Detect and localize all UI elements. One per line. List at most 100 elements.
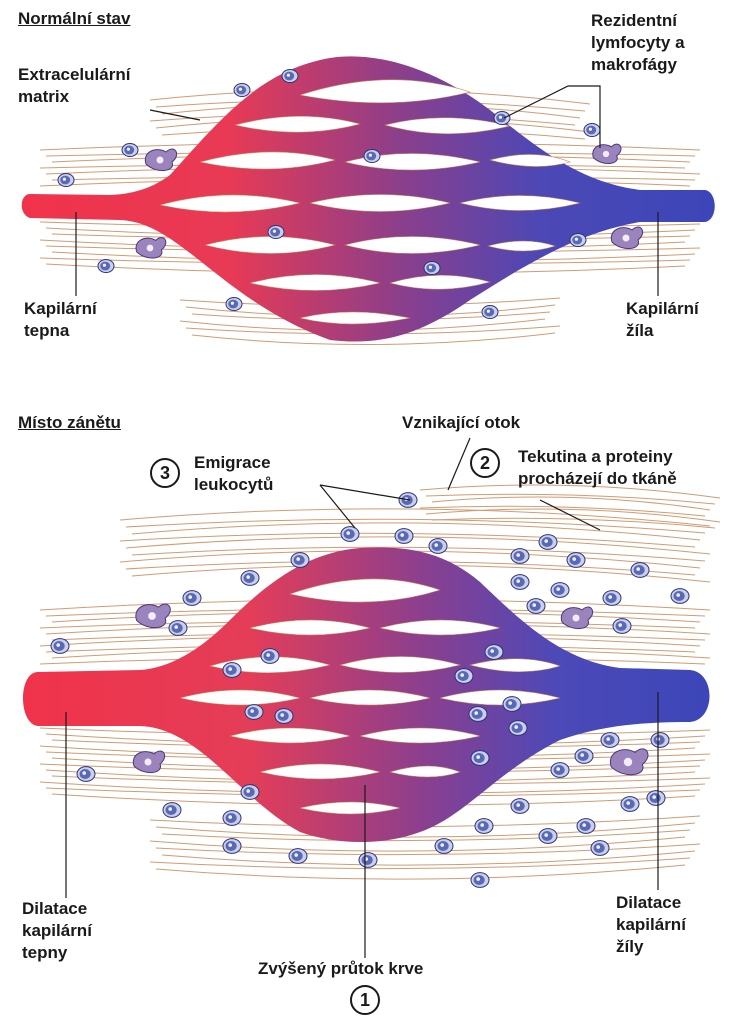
- lymphocyte-icon: [435, 839, 453, 854]
- lymphocyte-icon: [577, 819, 595, 834]
- lymphocyte-icon: [223, 663, 241, 678]
- inflammation-title: Místo zánětu: [18, 412, 121, 433]
- lymphocyte-icon: [261, 649, 279, 664]
- lymphocyte-icon: [429, 539, 447, 554]
- lymphocyte-icon: [341, 527, 359, 542]
- fluid-label-line1: Tekutina a proteiny: [518, 446, 673, 467]
- normal-state-panel: [22, 56, 715, 344]
- lymphocyte-icon: [223, 839, 241, 854]
- step-2-badge: 2: [470, 448, 500, 478]
- lymphocyte-icon: [268, 225, 284, 238]
- lymphocyte-icon: [485, 645, 503, 660]
- step-1-badge: 1: [350, 985, 380, 1015]
- lymphocyte-icon: [289, 849, 307, 864]
- artery-dilation-label-line3: tepny: [22, 942, 67, 963]
- extracellular-matrix-label-line1: Extracelulární: [18, 64, 130, 85]
- macrophage-icon: [136, 604, 171, 628]
- edema-label: Vznikající otok: [402, 412, 520, 433]
- lymphocyte-icon: [509, 721, 527, 736]
- lymphocyte-icon: [241, 571, 259, 586]
- resident-cells-label-line2: lymfocyty a: [591, 32, 685, 53]
- lymphocyte-icon: [275, 709, 293, 724]
- resident-cells-label-line1: Rezidentní: [591, 10, 677, 31]
- lymphocyte-icon: [455, 669, 473, 684]
- artery-dilation-label-line2: kapilární: [22, 920, 92, 941]
- lymphocyte-icon: [291, 553, 309, 568]
- vein-dilation-label-line2: kapilární: [616, 914, 686, 935]
- top-capillary-network: [22, 56, 715, 341]
- lymphocyte-icon: [245, 705, 263, 720]
- macrophage-icon: [133, 751, 164, 773]
- pointer-matrix: [150, 110, 200, 120]
- lymphocyte-icon: [603, 591, 621, 606]
- lymphocyte-icon: [584, 123, 600, 136]
- lymphocyte-icon: [359, 853, 377, 868]
- pointer-emigration-a: [320, 485, 355, 528]
- macrophage-icon: [561, 607, 592, 629]
- lymphocyte-icon: [98, 259, 114, 272]
- vein-dilation-label-line1: Dilatace: [616, 892, 681, 913]
- lymphocyte-icon: [511, 575, 529, 590]
- lymphocyte-icon: [494, 111, 510, 124]
- emigration-label-line1: Emigrace: [194, 452, 271, 473]
- lymphocyte-icon: [469, 707, 487, 722]
- macrophage-icon: [593, 144, 621, 163]
- matrix-fiber: [126, 519, 705, 533]
- lymphocyte-icon: [58, 173, 74, 186]
- lymphocyte-icon: [424, 261, 440, 274]
- capillary-artery-label-line1: Kapilární: [24, 298, 97, 319]
- lymphocyte-icon: [527, 599, 545, 614]
- lymphocyte-icon: [631, 563, 649, 578]
- vein-dilation-label-line3: žíly: [616, 936, 643, 957]
- lymphocyte-icon: [601, 733, 619, 748]
- resident-cells-label-line3: makrofágy: [591, 54, 677, 75]
- lymphocyte-icon: [223, 811, 241, 826]
- lymphocyte-icon: [539, 829, 557, 844]
- lymphocyte-icon: [511, 549, 529, 564]
- lymphocyte-icon: [183, 591, 201, 606]
- lymphocyte-icon: [551, 763, 569, 778]
- matrix-fiber: [432, 518, 715, 528]
- lymphocyte-icon: [511, 799, 529, 814]
- lymphocyte-icon: [282, 69, 298, 82]
- matrix-fiber: [156, 865, 685, 879]
- extracellular-matrix-label-line2: matrix: [18, 86, 69, 107]
- macrophage-icon: [136, 238, 166, 258]
- macrophage-icon: [145, 149, 176, 171]
- capillary-vein-label-line1: Kapilární: [626, 298, 699, 319]
- blood-flow-label: Zvýšený průtok krve: [258, 958, 423, 979]
- lymphocyte-icon: [539, 535, 557, 550]
- capillary-vein-label-line2: žíla: [626, 320, 653, 341]
- lymphocyte-icon: [591, 841, 609, 856]
- lymphocyte-icon: [575, 749, 593, 764]
- lymphocyte-icon: [395, 529, 413, 544]
- matrix-fiber: [162, 830, 690, 841]
- lymphocyte-icon: [475, 819, 493, 834]
- lymphocyte-icon: [77, 767, 95, 782]
- matrix-fiber: [432, 497, 710, 510]
- emigration-label-line2: leukocytů: [194, 474, 273, 495]
- lymphocyte-icon: [503, 697, 521, 712]
- lymphocyte-icon: [471, 751, 489, 766]
- macrophage-icon: [611, 227, 642, 249]
- lymphocyte-icon: [551, 583, 569, 598]
- capillary-artery-label-line2: tepna: [24, 320, 69, 341]
- fluid-label-line2: procházejí do tkáně: [518, 468, 677, 489]
- lymphocyte-icon: [570, 233, 586, 246]
- lymphocyte-icon: [163, 803, 181, 818]
- pointer-emigration-b: [320, 485, 410, 500]
- inflammation-panel: [23, 438, 720, 958]
- artery-dilation-label-line1: Dilatace: [22, 898, 87, 919]
- lymphocyte-icon: [234, 83, 250, 96]
- step-3-badge: 3: [150, 458, 180, 488]
- lymphocyte-icon: [241, 785, 259, 800]
- lymphocyte-icon: [647, 791, 665, 806]
- macrophage-icon: [610, 749, 648, 775]
- lymphocyte-icon: [169, 621, 187, 636]
- lymphocyte-icon: [621, 797, 639, 812]
- lymphocyte-icon: [567, 553, 585, 568]
- lymphocyte-icon: [122, 143, 138, 156]
- lymphocyte-icon: [364, 149, 380, 162]
- normal-state-title: Normální stav: [18, 8, 130, 29]
